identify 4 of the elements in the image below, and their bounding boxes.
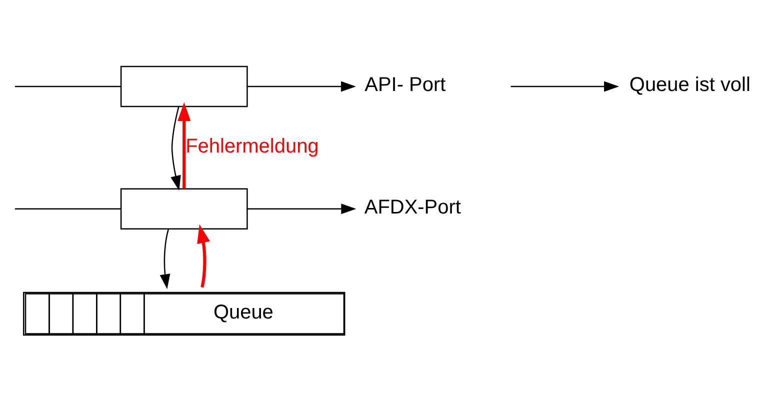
node-text: AFDX-Port (364, 196, 461, 218)
node-text: API- Port (364, 74, 446, 96)
edge-label: Fehlermeldung (186, 134, 319, 157)
node-text: Queue ist voll (629, 74, 750, 96)
